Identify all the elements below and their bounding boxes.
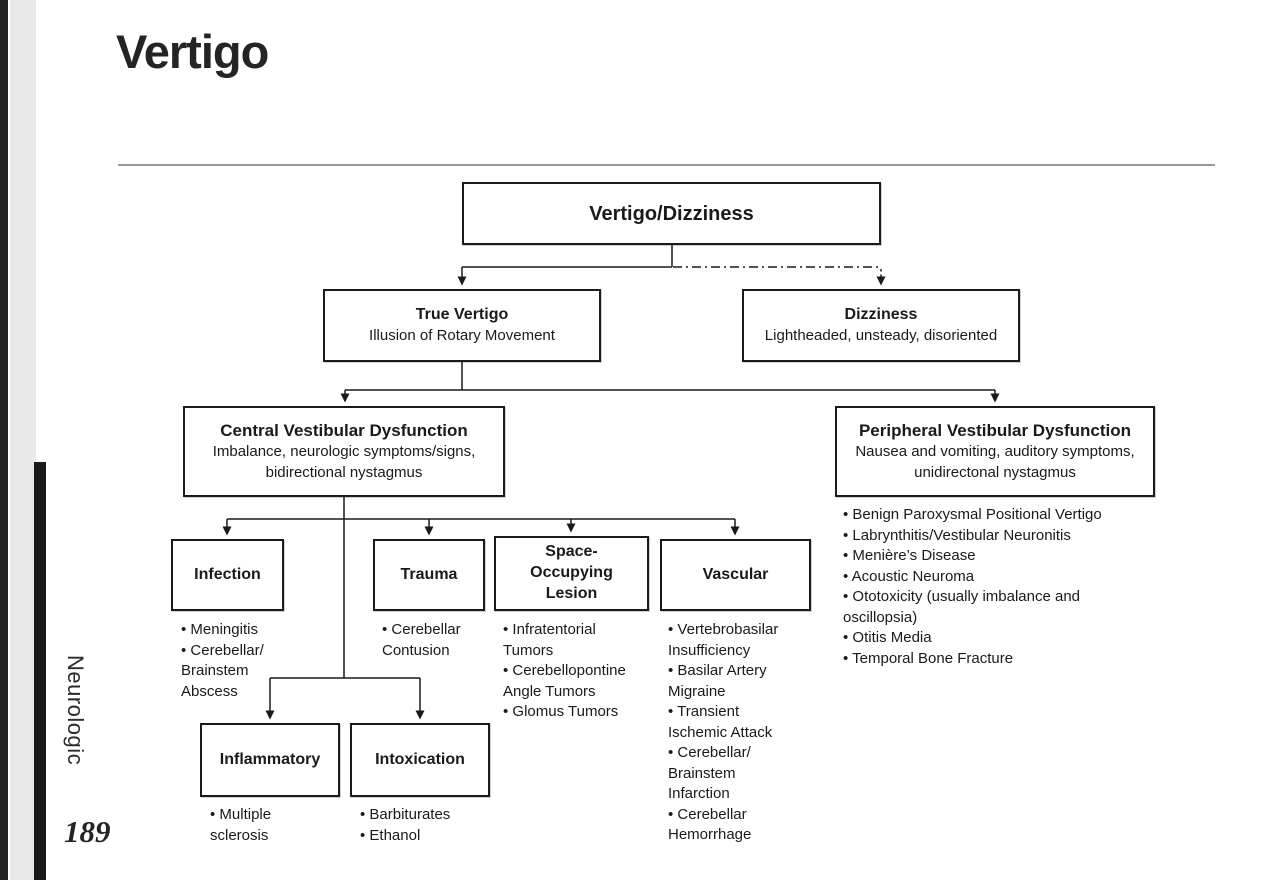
node-inflammatory: Inflammatory	[200, 723, 340, 797]
list-item: • Cerebellopontine Angle Tumors	[503, 662, 626, 700]
vascular-causes-list: • Vertebrobasilar Insufficiency• Basilar…	[668, 620, 792, 846]
list-item: • Otitis Media	[843, 629, 932, 646]
node-title: Dizziness	[844, 305, 918, 323]
node-title: Space-Occupying Lesion	[530, 543, 613, 602]
node-intoxication: Intoxication	[350, 723, 490, 797]
peripheral-causes-list: • Benign Paroxysmal Positional Vertigo • …	[843, 505, 1135, 669]
node-title: Inflammatory	[219, 750, 321, 768]
list-item: • Labrynthitis/Vestibular Neuronitis	[843, 526, 1071, 544]
list-item: • Basilar Artery Migraine	[668, 662, 767, 700]
list-item: • Ototoxicity (usually imbalance and osc…	[843, 588, 1081, 626]
list-item: • Meningitis	[181, 621, 258, 638]
page-edge-gray-strip	[10, 0, 36, 880]
list-item: • Vertebrobasilar Insufficiency	[668, 621, 779, 659]
node-vascular: Vascular	[660, 539, 811, 611]
intoxication-causes-list: • Barbiturates • Ethanol	[360, 805, 480, 846]
node-title: Infection	[194, 565, 261, 583]
list-item: • Cerebellar/​Brainstem Abscess	[181, 641, 264, 700]
list-item: • Transient Ischemic Attack	[668, 703, 773, 741]
node-title: Central Vestibular Dysfunction	[220, 421, 468, 441]
node-central-vestibular: Central Vestibular Dysfunction Imbalance…	[183, 406, 505, 497]
node-space-occupying-lesion: Space-Occupying Lesion	[494, 536, 649, 611]
list-item: • Menière’s Disease	[843, 547, 976, 564]
node-title: Trauma	[400, 565, 458, 583]
node-title: Vascular	[702, 565, 769, 583]
node-title: Intoxication	[375, 750, 465, 768]
list-item: • Cerebellar Hemorrhage	[668, 805, 752, 844]
trauma-causes-list: • Cerebellar Contusion	[382, 620, 482, 661]
node-subtitle: Imbalance, neurologic symptoms/signs, bi…	[212, 443, 476, 481]
list-item: • Temporal Bone Fracture	[843, 649, 1014, 667]
node-infection: Infection	[171, 539, 284, 611]
list-item: • Cerebellar Contusion	[382, 621, 461, 659]
node-subtitle: Nausea and vomiting, auditory symptoms, …	[855, 443, 1135, 481]
section-thumb-tab	[34, 462, 46, 880]
node-title: Vertigo/Dizziness	[589, 202, 754, 225]
node-dizziness: Dizziness Lightheaded, unsteady, disorie…	[742, 289, 1020, 362]
header-divider	[118, 164, 1215, 166]
list-item: • Ethanol	[360, 826, 421, 844]
node-title: True Vertigo	[415, 305, 509, 323]
node-title: Peripheral Vestibular Dysfunction	[858, 421, 1132, 441]
infection-causes-list: • Meningitis • Cerebellar/​Brainstem Absc…	[181, 620, 289, 702]
node-true-vertigo: True Vertigo Illusion of Rotary Movement	[323, 289, 601, 362]
page-title: Vertigo	[116, 25, 269, 78]
list-item: • Infratentorial Tumors	[503, 621, 596, 659]
page-number: 189	[64, 814, 111, 849]
list-item: • Barbiturates	[360, 806, 451, 823]
list-item: • Cerebellar/​Brainstem Infarction	[668, 744, 751, 802]
list-item: • Acoustic Neuroma	[843, 567, 975, 585]
node-vertigo-dizziness: Vertigo/Dizziness	[462, 182, 881, 245]
node-peripheral-vestibular: Peripheral Vestibular Dysfunction Nausea…	[835, 406, 1155, 497]
list-item: • Multiple sclerosis	[210, 806, 272, 844]
list-item: • Glomus Tumors	[503, 703, 619, 720]
node-subtitle: Lightheaded, unsteady, disoriented	[764, 326, 998, 344]
section-label-vertical: Neurologic	[63, 655, 88, 766]
list-item: • Benign Paroxysmal Positional Vertigo	[843, 506, 1102, 523]
page-edge-dark-strip	[0, 0, 8, 880]
node-trauma: Trauma	[373, 539, 485, 611]
node-subtitle: Illusion of Rotary Movement	[369, 326, 555, 344]
inflammatory-causes-list: • Multiple sclerosis	[210, 805, 298, 846]
space-occupying-causes-list: • Infratentorial Tumors• Cerebellopontin…	[503, 620, 649, 723]
